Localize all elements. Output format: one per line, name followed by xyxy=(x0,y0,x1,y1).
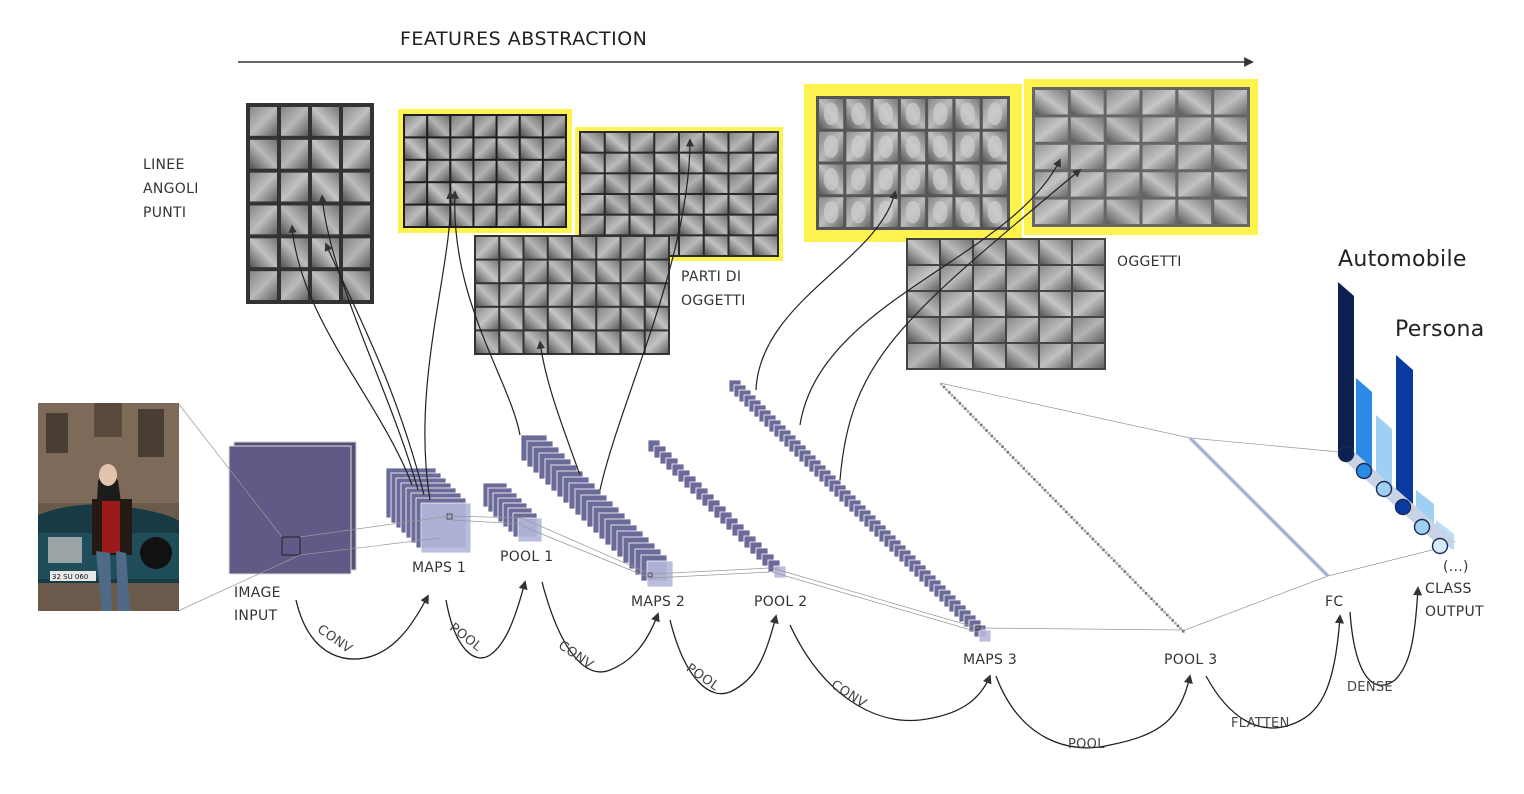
grid-animals xyxy=(906,238,1106,370)
label-oggetti-mid: OGGETTI xyxy=(681,293,746,309)
op-pool-3: POOL xyxy=(1068,737,1105,752)
pool3-vector xyxy=(940,383,1185,633)
grid-faces xyxy=(804,84,1022,242)
stack-pool2 xyxy=(647,439,787,579)
stage-pool3: POOL 3 xyxy=(1164,652,1218,668)
bar-automobile xyxy=(1338,282,1354,462)
op-dense: DENSE xyxy=(1347,680,1393,695)
label-linee: LINEE xyxy=(143,157,185,173)
feature-grids xyxy=(246,79,1258,370)
class-automobile: Automobile xyxy=(1338,247,1467,272)
input-volume xyxy=(228,441,357,575)
stack-maps1 xyxy=(385,467,472,554)
stage-pool2: POOL 2 xyxy=(754,594,808,610)
output-node xyxy=(1394,498,1412,516)
label-angoli: ANGOLI xyxy=(143,181,199,197)
stage-maps2: MAPS 2 xyxy=(631,594,686,610)
bar-persona xyxy=(1396,355,1413,515)
input-photo: 32 SU 060 xyxy=(38,403,179,611)
features-abstraction-title: FEATURES ABSTRACTION xyxy=(400,28,648,50)
grid-low-level xyxy=(246,103,374,304)
class-persona: Persona xyxy=(1395,317,1485,342)
stage-fc: FC xyxy=(1325,594,1344,610)
stack-pool1 xyxy=(482,482,543,543)
feature-arrows xyxy=(288,138,1082,501)
output-node xyxy=(1337,445,1355,463)
stack-maps2 xyxy=(520,434,674,588)
stack-maps3 xyxy=(728,379,992,643)
output-node xyxy=(1375,480,1393,498)
output-node xyxy=(1355,462,1373,480)
output-node xyxy=(1431,537,1449,555)
stage-output: OUTPUT xyxy=(1425,604,1484,620)
grid-mid-parts xyxy=(398,109,572,233)
stage-maps1: MAPS 1 xyxy=(412,560,467,576)
stage-input: INPUT xyxy=(234,608,278,624)
stage-image: IMAGE xyxy=(234,585,281,601)
label-oggetti-high: OGGETTI xyxy=(1117,254,1182,270)
output-ellipsis: (...) xyxy=(1443,559,1469,575)
feature-map-stacks xyxy=(385,379,992,643)
op-flatten: FLATTEN xyxy=(1231,716,1290,731)
plate-text: 32 SU 060 xyxy=(52,573,88,581)
stage-maps3: MAPS 3 xyxy=(963,652,1018,668)
stage-class: CLASS xyxy=(1425,581,1472,597)
label-parti-di: PARTI DI xyxy=(681,269,742,285)
connectors xyxy=(177,382,1441,633)
output-node xyxy=(1413,518,1431,536)
output-nodes xyxy=(1337,445,1449,555)
grid-cars xyxy=(1024,79,1258,235)
grid-mid-blobs xyxy=(474,235,670,355)
fc-layer xyxy=(1188,436,1330,578)
stage-pool1: POOL 1 xyxy=(500,549,554,565)
label-punti: PUNTI xyxy=(143,205,187,221)
operation-arcs xyxy=(295,580,1423,749)
